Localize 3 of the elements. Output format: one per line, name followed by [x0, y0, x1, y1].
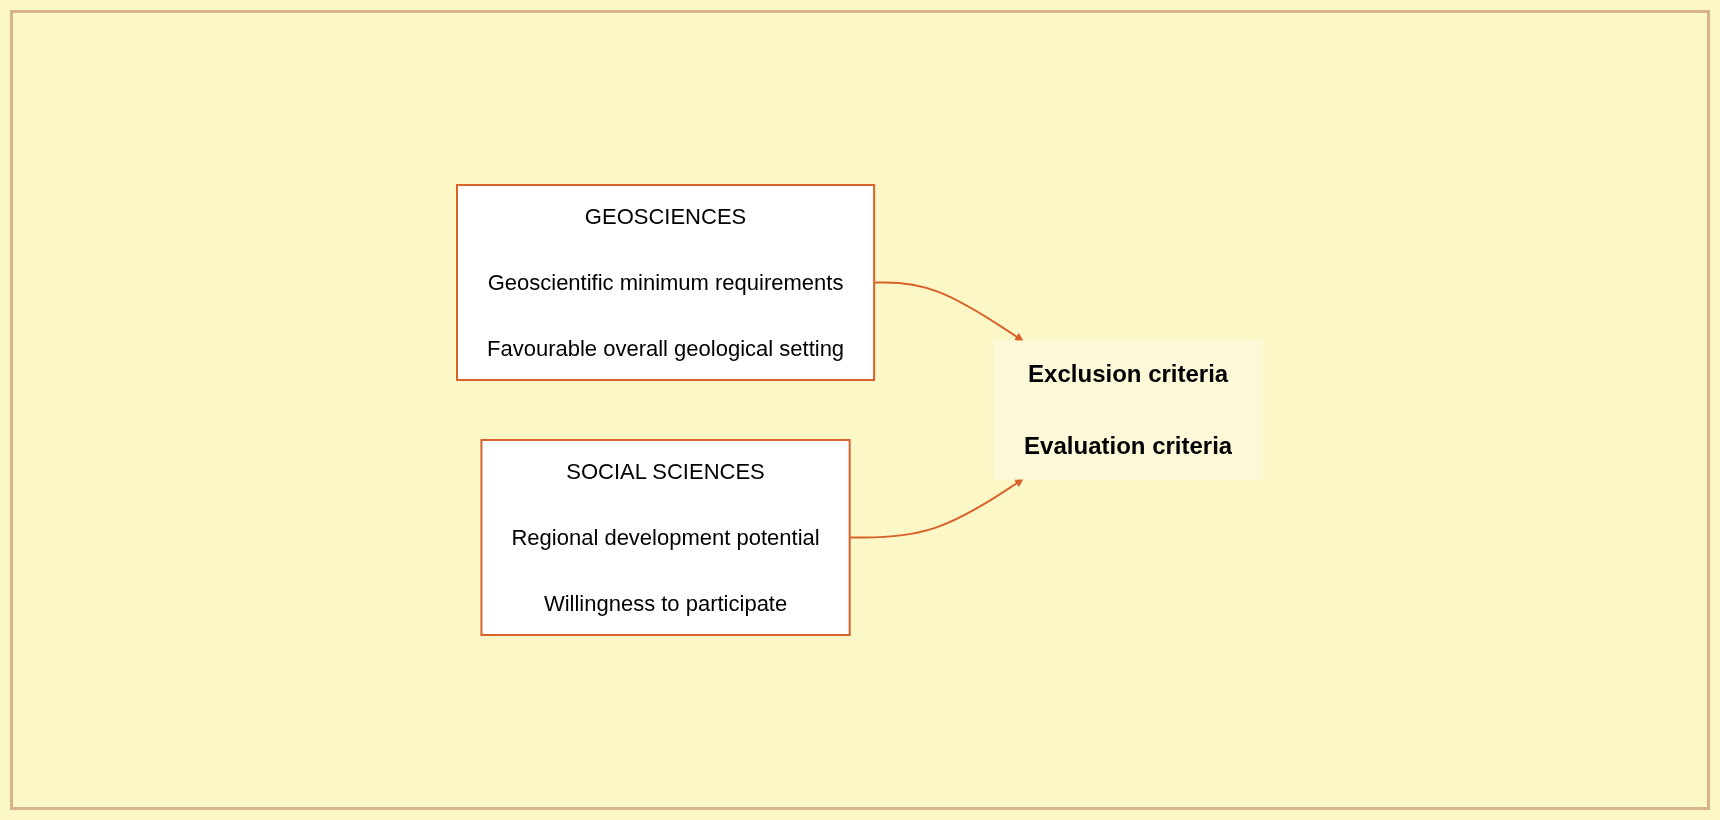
node-box: GEOSCIENCES Geoscientific minimum requirements Favourable overall geological setting [456, 184, 876, 381]
node-box: Exclusion criteria Evaluation criteria [994, 340, 1264, 480]
node-box: SOCIAL SCIENCES Regional development potential Willingness to participate [480, 439, 852, 636]
